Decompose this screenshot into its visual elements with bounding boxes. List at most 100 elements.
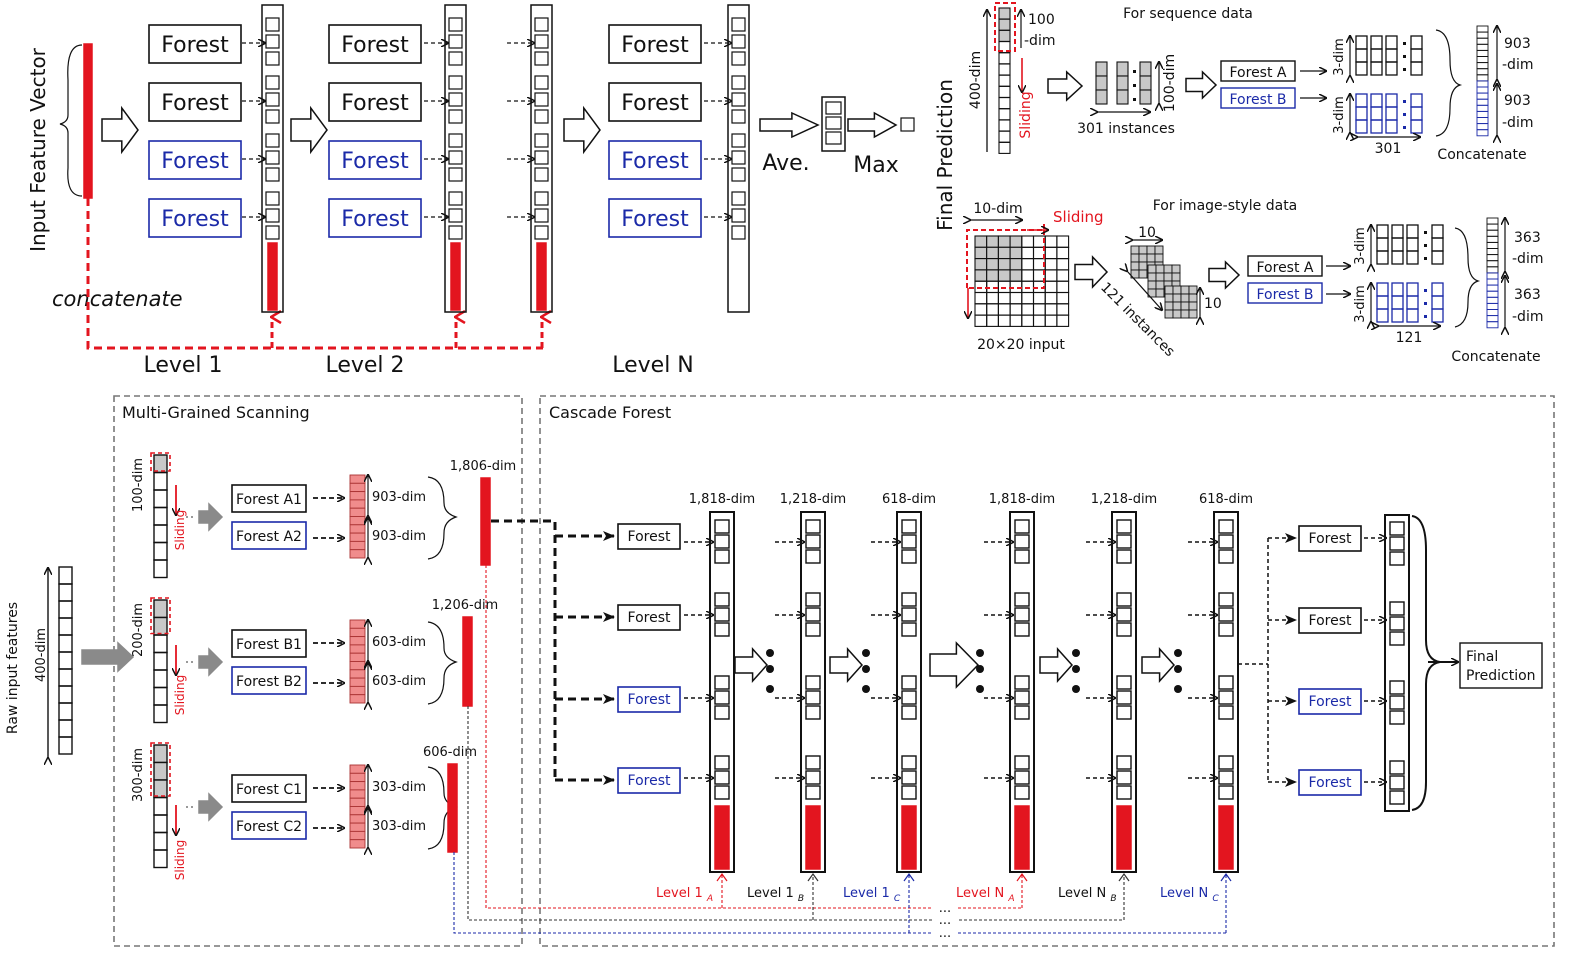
patch-cell [1130,245,1140,255]
level-arrow-2 [290,105,328,155]
concat-cell [1476,104,1489,112]
class-cell [731,167,746,182]
patch-cell [1163,272,1173,282]
class-prob-cell [349,652,366,662]
window-input-cell [153,506,168,526]
class-cell [448,191,463,206]
forest-b-box [1247,282,1323,304]
class-vector-a [1376,224,1389,239]
level-arrow-n [563,105,601,155]
cascade-level-arrow [829,647,864,683]
raw-to-mgs-arrow [81,641,135,673]
input-cell [998,119,1011,132]
forest-label: Forest [161,207,229,232]
window-input-cell [153,796,168,816]
class-vector-a [1355,35,1368,50]
class-cell [825,101,842,115]
patch-cell [1171,272,1181,282]
class-cell [714,675,730,690]
window-input-cell [153,454,168,474]
ellipsis-dot [1424,257,1427,260]
img-input-label: 20×20 input [977,337,1065,353]
patch-cell [1147,264,1157,274]
concat-cell [1486,254,1499,262]
class-cell [448,51,463,66]
ellipsis-gap [932,904,958,912]
image-cell [1009,269,1023,282]
mgs-sliding-label: Sliding [173,510,187,550]
concat-cell [1486,309,1499,317]
class-prob-cell [349,694,366,704]
seq-concatenate-label: Concatenate [1437,147,1526,163]
instances-arrow [1127,271,1162,310]
image-cell [997,235,1011,248]
image-cell [1056,314,1070,327]
class-vector-a [1410,35,1423,50]
class-vector-b [1355,106,1368,121]
instance-cell [1116,89,1129,105]
mgs-window-dim: 300-dim [131,748,146,802]
window-input-cell [153,814,168,834]
class-vector-b [1376,295,1389,310]
image-cell [1056,235,1070,248]
image-cell [1044,246,1058,260]
class-cell [265,51,280,66]
class-prob-cell [349,661,366,671]
concat-cell [1476,31,1489,39]
class-cell [805,607,821,622]
patch-cell [1180,285,1190,295]
concat-cell [1486,241,1499,249]
class-cell [265,75,280,90]
window-input-cell [153,669,168,689]
cascade-forest-box [617,604,681,631]
forest-box [608,82,702,122]
final-class-cell [900,117,915,132]
seq-out-b-bottom: -dim [1502,115,1533,131]
cascade-level-arrow [929,641,980,689]
forest-label: Forest [161,33,229,58]
level-subscript: A [1007,894,1014,904]
class-cell [265,133,280,148]
class-cell [534,92,549,107]
max-arrow [847,111,898,139]
patch-cell [1164,285,1174,295]
image-cell [1021,235,1035,248]
ellipsis-dot [976,649,984,657]
class-cell [901,519,917,534]
class-vector-a [1431,237,1444,252]
patch-cell [1172,285,1182,295]
concat-cell [1476,129,1489,137]
cascade-dim-label: 618-dim [1199,492,1253,507]
class-cell [534,225,549,240]
image-cell [997,303,1011,316]
level-1-label: Level 1 [143,353,222,378]
patch-cell [1154,253,1164,263]
forest-a-box [1220,60,1296,82]
cascade-level-arrow [1039,647,1074,683]
class-prob-cell [349,764,366,774]
class-cell [1218,519,1234,534]
class-cell [448,34,463,49]
concat-cell [1476,117,1489,125]
class-cell [901,755,917,770]
cascade-dim-label: 618-dim [882,492,936,507]
image-cell [974,291,988,305]
class-cell [805,690,821,705]
image-cell [1044,269,1058,282]
feedback-arrow-head [1016,872,1028,882]
seq-sliding-label: Sliding [1018,91,1034,138]
concat-cell [1476,68,1489,76]
cascade-level-column [709,511,735,873]
ellipsis-dot [766,649,774,657]
class-vector-b [1385,106,1398,121]
image-cell [1021,291,1035,305]
sliding-window [150,597,171,635]
class-cell [714,592,730,607]
cascade-level-column [1111,511,1137,873]
img-title: For image-style data [1153,198,1298,214]
input-feature-vector-label: Input Feature Vector [26,47,50,252]
concat-feature-vector [462,616,473,707]
seq-out-a-top: 903 [1504,36,1531,52]
class-cell [448,92,463,107]
image-cell [1032,314,1046,327]
